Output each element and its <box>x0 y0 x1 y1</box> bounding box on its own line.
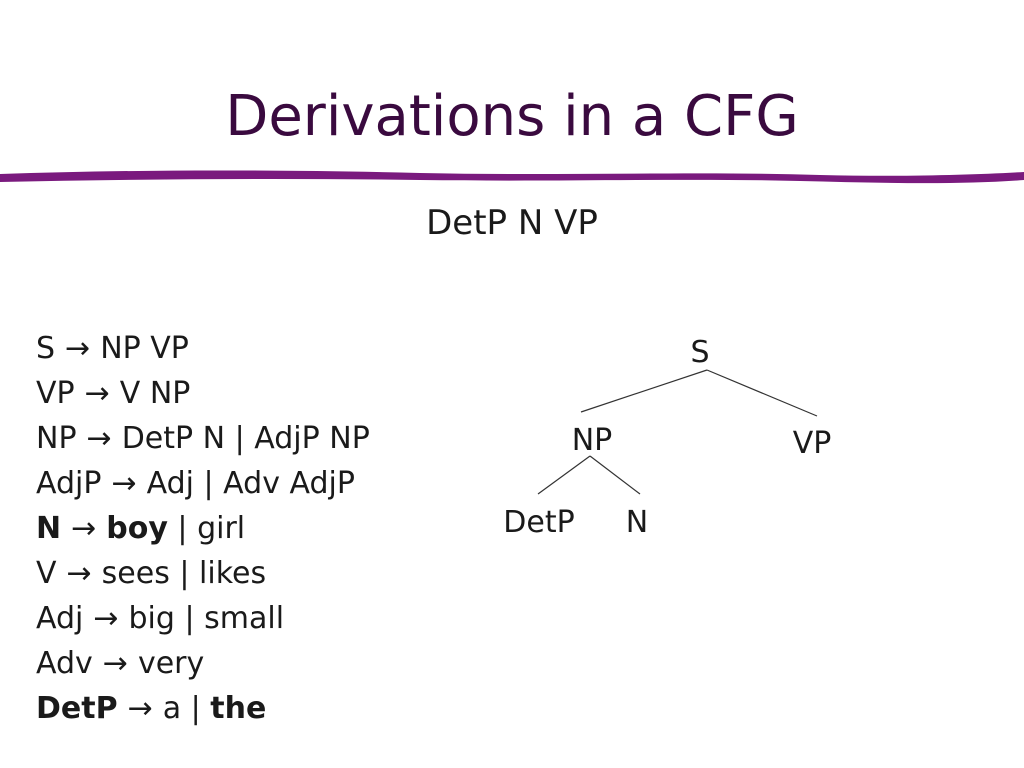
current-derivation: DetP N VP <box>426 203 598 243</box>
rule-adv: Adv→very <box>36 646 205 681</box>
node-n: N <box>626 505 648 540</box>
edge-s-vp <box>706 369 818 417</box>
node-np: NP <box>572 423 613 458</box>
rule-v: V→sees | likes <box>36 556 267 591</box>
edge-s-np <box>580 369 708 413</box>
node-detp: DetP <box>503 505 574 540</box>
slide-title: Derivations in a CFG <box>225 84 799 149</box>
edge-np-detp <box>537 455 591 495</box>
node-s: S <box>690 335 709 370</box>
rule-adj: Adj→big | small <box>36 601 285 636</box>
rule-vp: VP→V NP <box>36 376 191 411</box>
grammar-rules: S→NP VP VP→V NP NP→DetP N | AdjP NP AdjP… <box>36 326 370 731</box>
rule-detp: DetP→a | the <box>36 691 267 726</box>
rule-s: S→NP VP <box>36 331 189 366</box>
rule-n: N→boy | girl <box>36 511 246 546</box>
edge-np-n <box>589 455 641 495</box>
rule-np: NP→DetP N | AdjP NP <box>36 421 370 456</box>
node-vp: VP <box>793 426 832 461</box>
title-underline-swoosh <box>0 170 1024 184</box>
rule-adjp: AdjP→Adj | Adv AdjP <box>36 466 355 501</box>
